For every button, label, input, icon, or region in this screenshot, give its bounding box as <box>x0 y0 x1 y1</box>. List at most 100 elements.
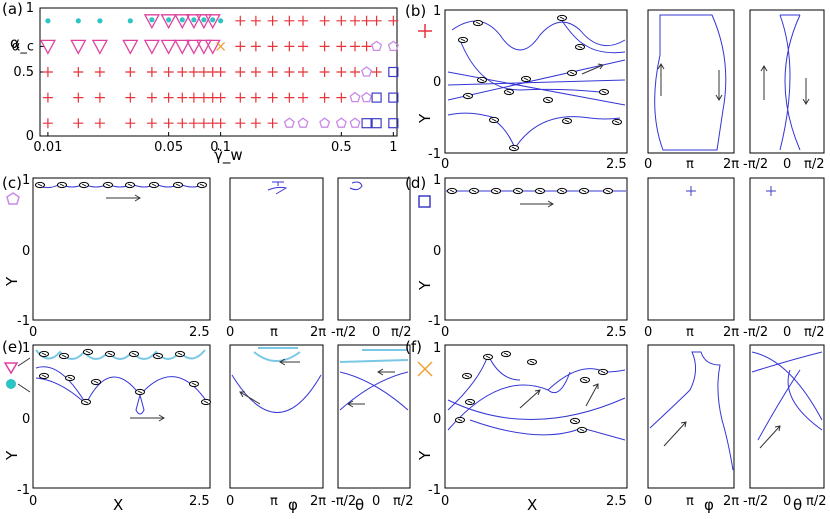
a-mark-plus <box>336 15 347 26</box>
panel-e-ylabel: Y <box>3 450 21 461</box>
a-mark-cross <box>216 41 226 51</box>
e-trajectory <box>35 366 208 415</box>
a-mark-plus <box>188 118 199 129</box>
a-ytick-label: α_c <box>12 39 34 54</box>
a-mark-triangle <box>204 14 221 30</box>
c-xtick-0: 0 <box>29 325 37 340</box>
a-mark-plus <box>215 67 226 77</box>
a-mark-plus <box>298 92 309 103</box>
d-thtick-m: -π/2 <box>743 325 768 340</box>
b-ytick-1: 1 <box>433 4 441 19</box>
b-theta-arrow-down <box>802 78 810 105</box>
a-mark-plus <box>267 15 278 26</box>
b-ytick-0: 0 <box>433 75 441 90</box>
a-mark-plus <box>146 118 157 129</box>
a-mark-plus <box>94 118 105 129</box>
panel-e: (e) Y 1 0 -1 0 2.5 0 π 2π -π/2 0 π/2 X φ… <box>2 338 413 514</box>
a-mark-plus <box>250 41 261 52</box>
f-ytick-1: 1 <box>433 341 441 356</box>
d-phi-point <box>686 186 696 196</box>
f-phitick-0: 0 <box>644 494 652 509</box>
c-phitick-0: 0 <box>226 325 234 340</box>
panel-b-theta-frame <box>749 9 825 154</box>
panel-a-ylabel: α <box>10 34 20 52</box>
e-phitick-2pi: 2π <box>310 494 326 509</box>
e-thtick-m: -π/2 <box>331 494 356 509</box>
a-mark-plus <box>125 67 136 77</box>
panel-f: (f) Y 1 0 -1 0 2.5 0 π 2π -π/2 0 π/2 X φ… <box>405 338 826 514</box>
a-mark-triangle <box>143 14 160 30</box>
e-xtick-25: 2.5 <box>189 494 210 509</box>
panel-f-ylabel: Y <box>416 450 434 461</box>
a-mark-plus <box>319 67 330 77</box>
c-phitick-2pi: 2π <box>310 325 326 340</box>
a-mark-plus <box>298 41 309 52</box>
a-mark-plus <box>284 92 295 103</box>
b-flow-arrow <box>581 63 604 75</box>
b-ytick-m1: -1 <box>428 147 441 162</box>
a-mark-pentagon <box>283 117 295 128</box>
a-mark-plus <box>361 15 372 26</box>
panel-c-phi-frame <box>229 177 324 321</box>
a-mark-plus <box>188 92 199 103</box>
b-phitick-2pi: 2π <box>723 157 739 172</box>
panel-b-ylabel: Y <box>416 113 434 124</box>
panel-e-theta-frame <box>337 344 411 489</box>
a-mark-pentagon <box>349 91 361 103</box>
a-mark-plus <box>235 67 246 77</box>
b-xtick-0: 0 <box>441 157 449 172</box>
a-xtick-label: 0.1 <box>210 140 231 155</box>
panel-b-trajectories <box>447 17 626 149</box>
a-mark-dot <box>149 17 155 23</box>
a-mark-triangle <box>91 39 108 55</box>
a-mark-plus <box>146 67 157 77</box>
a-mark-plus <box>388 15 399 26</box>
b-thtick-m: -π/2 <box>743 157 768 172</box>
d-theta-point <box>766 186 776 196</box>
a-mark-plus <box>73 67 84 77</box>
f-xtick-25: 2.5 <box>606 494 627 509</box>
e-phi-light <box>253 347 301 362</box>
legend-square <box>418 195 431 208</box>
a-mark-square <box>361 118 372 129</box>
a-xtick-label: 0.01 <box>33 140 62 155</box>
a-mark-triangle <box>122 39 139 55</box>
panel-d-xy-frame <box>444 177 628 321</box>
a-mark-pentagon <box>319 117 331 128</box>
a-mark-triangle <box>174 14 191 30</box>
b-phitick-pi: π <box>686 157 694 172</box>
panel-c-theta-frame <box>337 177 411 321</box>
a-mark-plus <box>267 41 278 52</box>
c-ytick-m1: -1 <box>17 314 30 329</box>
a-mark-pentagon <box>335 117 347 128</box>
a-mark-plus <box>319 92 330 103</box>
f-thtick-0: 0 <box>783 494 791 509</box>
legend-triangle <box>3 362 19 375</box>
d-thtick-p: π/2 <box>804 325 824 340</box>
panel-f-theta-frame <box>749 344 825 489</box>
a-mark-plus <box>42 67 53 77</box>
d-ytick-m1: -1 <box>428 314 441 329</box>
a-mark-plus <box>250 118 261 129</box>
a-mark-plus <box>235 15 246 26</box>
e-phi-arrow <box>239 391 261 405</box>
f-theta-label: θ <box>793 496 802 514</box>
a-mark-square <box>388 66 399 78</box>
a-mark-plus <box>215 92 226 103</box>
a-mark-plus <box>350 67 361 77</box>
a-mark-triangle <box>70 39 87 55</box>
legend-plus-b <box>418 24 432 38</box>
c-ytick-1: 1 <box>22 173 30 188</box>
a-mark-plus <box>235 92 246 103</box>
a-mark-plus <box>73 92 84 103</box>
a-mark-plus <box>267 92 278 103</box>
a-mark-plus <box>371 67 382 77</box>
b-phi-arrow-up <box>657 63 665 96</box>
a-mark-dot <box>45 18 51 24</box>
b-theta-arrow-up <box>760 65 768 100</box>
c-thtick-p: π/2 <box>391 325 411 340</box>
c-thtick-0: 0 <box>372 325 380 340</box>
panel-a-marks <box>39 14 399 129</box>
a-ytick-label: 0 <box>26 129 34 144</box>
